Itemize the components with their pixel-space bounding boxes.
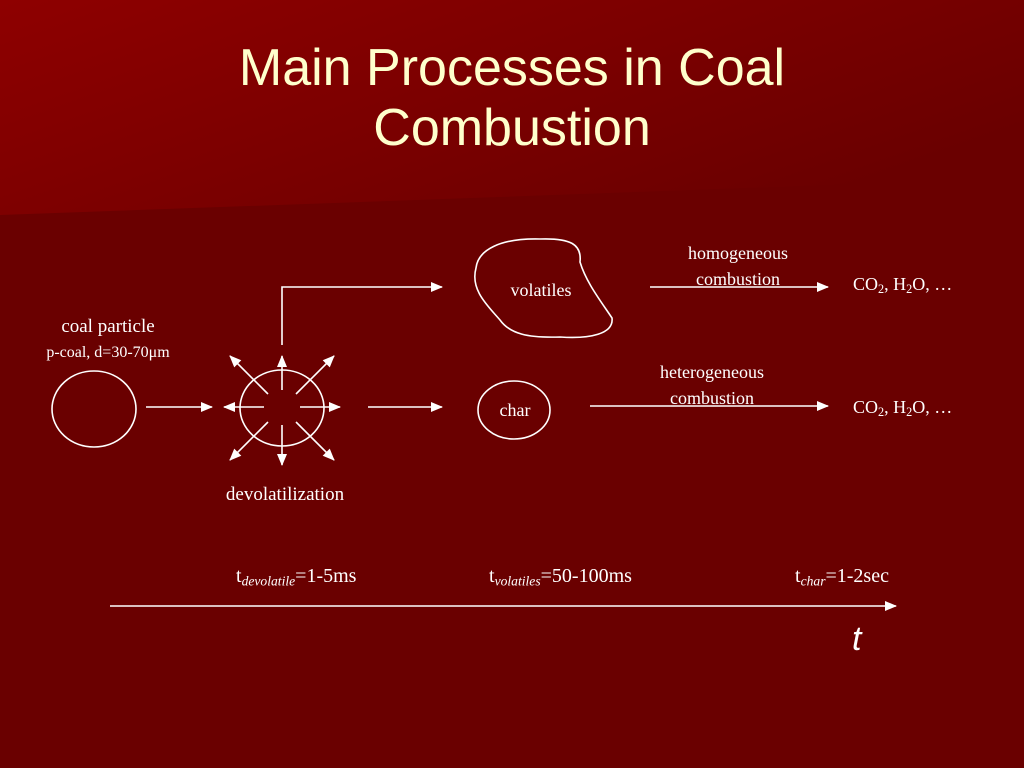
time-volatiles: tvolatiles=50-100ms <box>489 565 632 588</box>
coal-particle-label: coal particle <box>61 316 155 337</box>
products-heterogeneous: CO2, H2O, … <box>853 397 952 418</box>
product-sep: , H <box>884 274 907 294</box>
time-char-value: =1-2sec <box>825 565 889 587</box>
title-line-1: Main Processes in Coal <box>238 39 786 97</box>
time-char: tchar=1-2sec <box>795 565 889 588</box>
time-devolatile-t: t <box>236 565 242 587</box>
heterogeneous-line-1: heterogeneous <box>660 362 764 382</box>
time-devolatile-sub: devolatile <box>241 573 296 589</box>
coal-particle-spec: p-coal, d=30-70μm <box>46 344 170 361</box>
product-co-sub: 2 <box>878 282 885 297</box>
char-label: char <box>499 400 531 420</box>
time-volatiles-sub: volatiles <box>494 573 541 589</box>
product-co: CO <box>853 274 879 294</box>
coal-particle-circle <box>51 370 137 448</box>
devolatilization-label: devolatilization <box>225 484 345 505</box>
time-axis-label: t <box>852 620 862 658</box>
title-line-2: Combustion <box>373 99 651 157</box>
product-h-sub: 2 <box>906 282 913 297</box>
header-band <box>0 0 1024 215</box>
product-co-sub: 2 <box>878 405 885 420</box>
page-title: Main Processes in Coal Combustion <box>112 38 912 158</box>
volatiles-label: volatiles <box>510 280 572 300</box>
time-volatiles-t: t <box>489 565 495 587</box>
time-devolatile-value: =1-5ms <box>295 565 357 587</box>
product-sep: , H <box>884 397 907 417</box>
homogeneous-line-2: combustion <box>696 269 780 289</box>
time-devolatile: tdevolatile=1-5ms <box>236 565 356 588</box>
homogeneous-line-1: homogeneous <box>688 243 788 263</box>
products-homogeneous: CO2, H2O, … <box>853 274 952 295</box>
product-tail: O, … <box>912 274 953 294</box>
time-char-t: t <box>795 565 801 587</box>
product-co: CO <box>853 397 879 417</box>
heterogeneous-combustion-label: heterogeneous combustion <box>632 359 792 411</box>
homogeneous-combustion-label: homogeneous combustion <box>658 240 818 292</box>
char-circle <box>477 380 551 440</box>
devolatilization-rays <box>223 355 341 466</box>
time-char-sub: char <box>800 573 826 589</box>
volatiles-cloud <box>474 238 613 339</box>
heterogeneous-line-2: combustion <box>670 388 754 408</box>
time-volatiles-value: =50-100ms <box>540 565 632 587</box>
product-tail: O, … <box>912 397 953 417</box>
arrow-to-volatiles <box>281 282 443 345</box>
product-h-sub: 2 <box>906 405 913 420</box>
